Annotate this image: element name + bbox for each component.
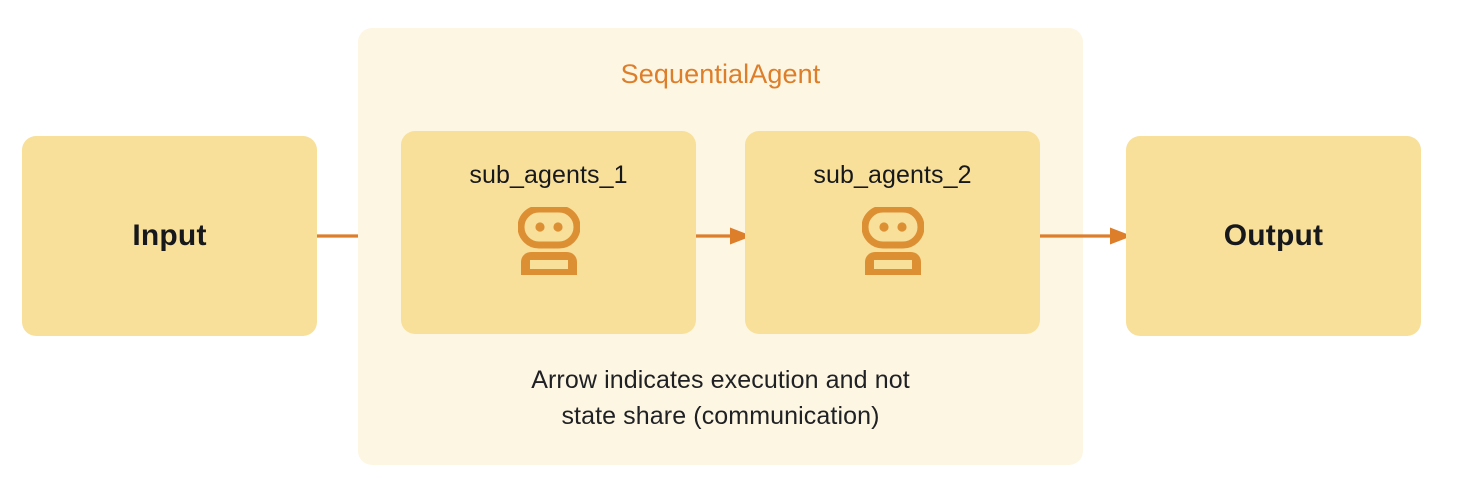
sub-agent-2-label: sub_agents_2 bbox=[813, 161, 972, 189]
sub-agent-node-2: sub_agents_2 bbox=[745, 131, 1040, 334]
sequential-agent-title: SequentialAgent bbox=[620, 59, 821, 89]
robot-icon bbox=[861, 207, 924, 275]
robot-icon bbox=[517, 207, 580, 275]
sub-agent-node-1: sub_agents_1 bbox=[401, 131, 696, 334]
sub-agent-1-label: sub_agents_1 bbox=[469, 161, 628, 189]
input-node-label: Input bbox=[132, 219, 207, 252]
output-node: Output bbox=[1126, 136, 1421, 336]
caption-line-2: state share (communication) bbox=[561, 402, 880, 430]
diagram-caption: Arrow indicates execution and not state … bbox=[358, 362, 1083, 434]
arrow-subagent-1-to-subagent-2 bbox=[696, 227, 752, 245]
input-node: Input bbox=[22, 136, 317, 336]
arrow-subagent-2-to-output bbox=[1040, 227, 1132, 245]
caption-line-1: Arrow indicates execution and not bbox=[531, 366, 910, 394]
output-node-label: Output bbox=[1223, 219, 1324, 252]
